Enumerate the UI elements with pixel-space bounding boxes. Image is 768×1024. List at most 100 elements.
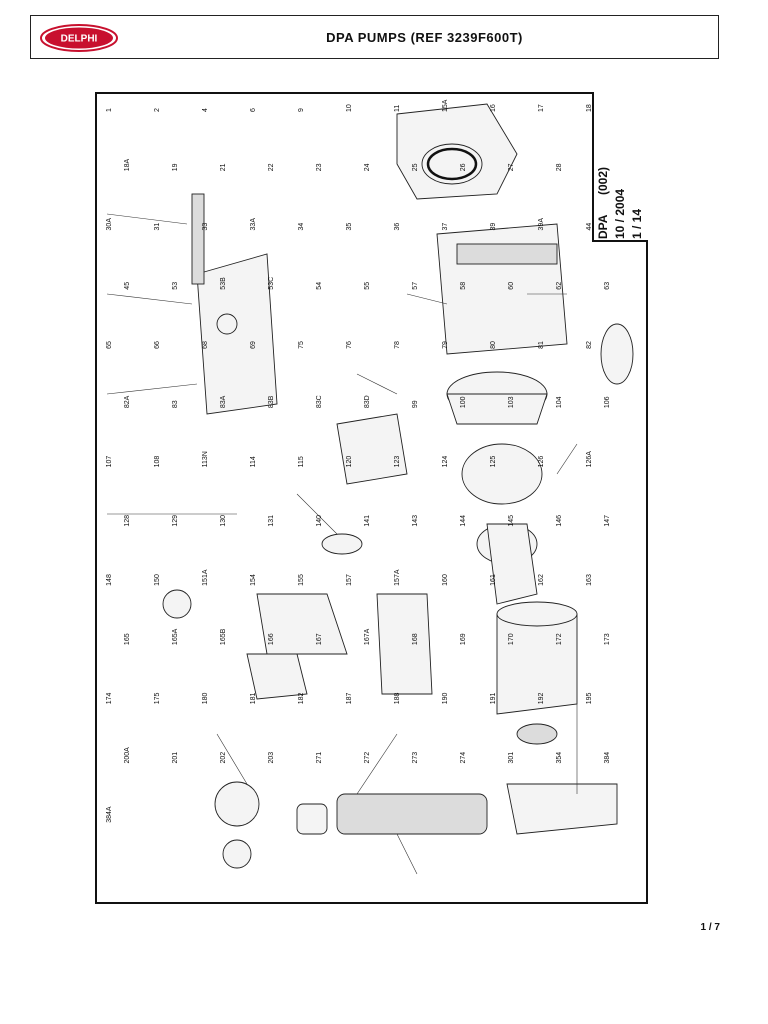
revision-box: DPA (002) 10 / 2004 1 / 14 (592, 92, 648, 242)
part-number-label: 146 (556, 515, 563, 527)
part-number-label: 272 (364, 752, 371, 764)
part-number-label: 181 (250, 693, 257, 705)
part-number-label: 271 (316, 752, 323, 764)
part-number-label: 17 (538, 104, 545, 112)
part-number-label: 58 (460, 282, 467, 290)
part-number-label: 53B (220, 277, 227, 290)
part-number-label: 143 (412, 515, 419, 527)
part-number-label: 145 (508, 515, 515, 527)
part-number-label: 195 (586, 693, 593, 705)
part-number-label: 16 (490, 104, 497, 112)
governor-lever-pivot (216, 313, 238, 335)
part-number-label: 165B (220, 628, 227, 645)
delphi-logo: DELPHI (40, 24, 118, 52)
part-number-label: 78 (394, 341, 401, 349)
drive-shaft (456, 243, 558, 265)
part-number-label: 36 (394, 223, 401, 231)
part-number-label: 10 (346, 104, 353, 112)
part-number-label: 53 (172, 282, 179, 290)
part-number-label: 6 (250, 108, 257, 112)
drive-shaft-housing (436, 223, 568, 355)
part-number-label: 83B (268, 395, 275, 408)
part-number-label: 125 (490, 456, 497, 468)
transfer-pump-shaft (376, 593, 433, 695)
part-number-label: 1 (106, 108, 113, 112)
part-number-label: 69 (250, 341, 257, 349)
part-number-label: 161 (490, 574, 497, 586)
part-number-label: 124 (442, 456, 449, 468)
part-number-label: 57 (412, 282, 419, 290)
part-number-label: 27 (508, 163, 515, 171)
governor-housing (196, 253, 278, 415)
part-number-label: 384A (106, 806, 113, 823)
drive-hub (600, 323, 634, 385)
part-number-label: 131 (268, 515, 275, 527)
part-number-label: 162 (538, 574, 545, 586)
part-number-label: 182 (298, 693, 305, 705)
part-number-label: 150 (154, 574, 161, 586)
part-number-label: 68 (202, 341, 209, 349)
part-number-label: 55 (364, 282, 371, 290)
part-number-label: 167A (364, 628, 371, 645)
part-number-label: 172 (556, 633, 563, 645)
part-number-label: 75 (298, 341, 305, 349)
part-number-label: 106 (604, 396, 611, 408)
cap-nut (214, 781, 260, 827)
part-number-label: 274 (460, 752, 467, 764)
part-number-label: 26 (460, 163, 467, 171)
head-seal (516, 723, 558, 745)
part-number-label: 354 (556, 752, 563, 764)
part-number-label: 25 (412, 163, 419, 171)
part-number-label: 35 (346, 223, 353, 231)
part-number-label: 165 (124, 633, 131, 645)
part-number-label: 384 (604, 752, 611, 764)
part-number-label: 23 (316, 163, 323, 171)
part-number-label: 191 (490, 693, 497, 705)
part-number-label: 18 (586, 104, 593, 112)
shut-off-solenoid (336, 413, 408, 485)
o-ring (426, 147, 478, 181)
part-number-label: 113N (202, 451, 209, 467)
part-number-label: 202 (220, 752, 227, 764)
part-number-label: 21 (220, 163, 227, 171)
part-number-label: 81 (538, 341, 545, 349)
part-number-label: 31 (154, 223, 161, 231)
part-number-label: 157 (346, 574, 353, 586)
part-number-label: 83C (316, 395, 323, 408)
part-number-label: 174 (106, 693, 113, 705)
part-number-label: 126 (538, 456, 545, 468)
part-number-label: 103 (508, 396, 515, 408)
part-number-label: 9 (298, 108, 305, 112)
part-number-label: 115 (298, 456, 305, 467)
part-number-label: 168 (412, 633, 419, 645)
control-shaft (191, 193, 205, 285)
part-number-label: 155 (298, 574, 305, 586)
part-number-label: 151A (202, 569, 209, 586)
part-number-label: 66 (154, 341, 161, 349)
part-number-label: 173 (604, 633, 611, 645)
part-number-label: 192 (538, 693, 545, 705)
part-number-label: 126A (586, 451, 593, 468)
cam-ring-body (446, 393, 548, 425)
filter-cap (162, 589, 192, 619)
revision-sheet: 1 / 14 (630, 208, 644, 239)
part-number-label: 175 (154, 693, 161, 705)
part-number-label: 33A (250, 218, 257, 231)
part-number-label: 128 (124, 515, 131, 527)
part-number-label: 18A (124, 158, 131, 171)
part-number-label: 154 (250, 574, 257, 586)
part-number-label: 30A (106, 218, 113, 231)
part-number-label: 170 (508, 633, 515, 645)
part-number-label: 301 (508, 752, 515, 764)
part-number-label: 39 (490, 223, 497, 231)
part-number-label: 79 (442, 341, 449, 349)
part-number-label: 45 (124, 282, 131, 290)
part-number-label: 53C (268, 277, 275, 290)
part-number-label: 104 (556, 396, 563, 408)
part-number-label: 190 (442, 693, 449, 705)
page-number: 1 / 7 (700, 922, 720, 933)
part-number-label: 108 (154, 456, 161, 468)
part-number-label: 167 (316, 633, 323, 645)
mounting-bracket (246, 653, 308, 700)
